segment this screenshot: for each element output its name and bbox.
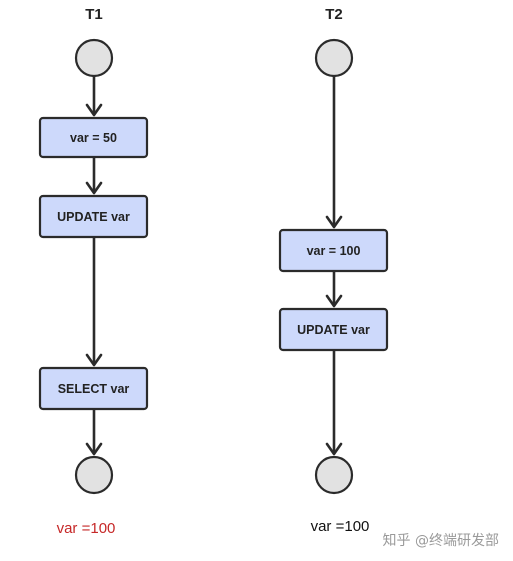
step-label: SELECT var <box>58 382 130 396</box>
lane-t1-title: T1 <box>85 6 103 23</box>
step-label: UPDATE var <box>57 210 130 224</box>
lane-t2-title: T2 <box>325 6 343 23</box>
lane-t2-step-set-var: var = 100 <box>278 228 389 273</box>
arrow-icon <box>85 181 103 195</box>
arrow-icon <box>85 103 103 117</box>
arrow-icon <box>325 294 343 308</box>
arrow-icon <box>325 215 343 229</box>
step-label: UPDATE var <box>297 323 370 337</box>
lane-t1-start-node <box>74 38 114 78</box>
step-label: var = 100 <box>307 244 361 258</box>
lane-t1-step-select: SELECT var <box>38 366 149 411</box>
lane-t1-step-set-var: var = 50 <box>38 116 149 159</box>
arrow-icon <box>85 442 103 456</box>
arrow-icon <box>85 353 103 367</box>
lane-t1: T1 var = 50 UPDATE var SELECT var var =1… <box>38 6 149 537</box>
lane-t2-result: var =100 <box>311 518 370 535</box>
lane-t2-step-update: UPDATE var <box>278 307 389 352</box>
lane-t2-start-node <box>314 38 354 78</box>
lane-t1-result: var =100 <box>57 520 116 537</box>
lane-t1-step-update: UPDATE var <box>38 194 149 239</box>
watermark: 知乎 @终端研发部 <box>383 532 499 549</box>
arrow-icon <box>325 442 343 456</box>
lane-t2-end-node <box>314 455 354 495</box>
lane-t2: T2 var = 100 UPDATE var var =100 <box>278 6 389 535</box>
step-label: var = 50 <box>70 131 117 145</box>
lane-t1-end-node <box>74 455 114 495</box>
